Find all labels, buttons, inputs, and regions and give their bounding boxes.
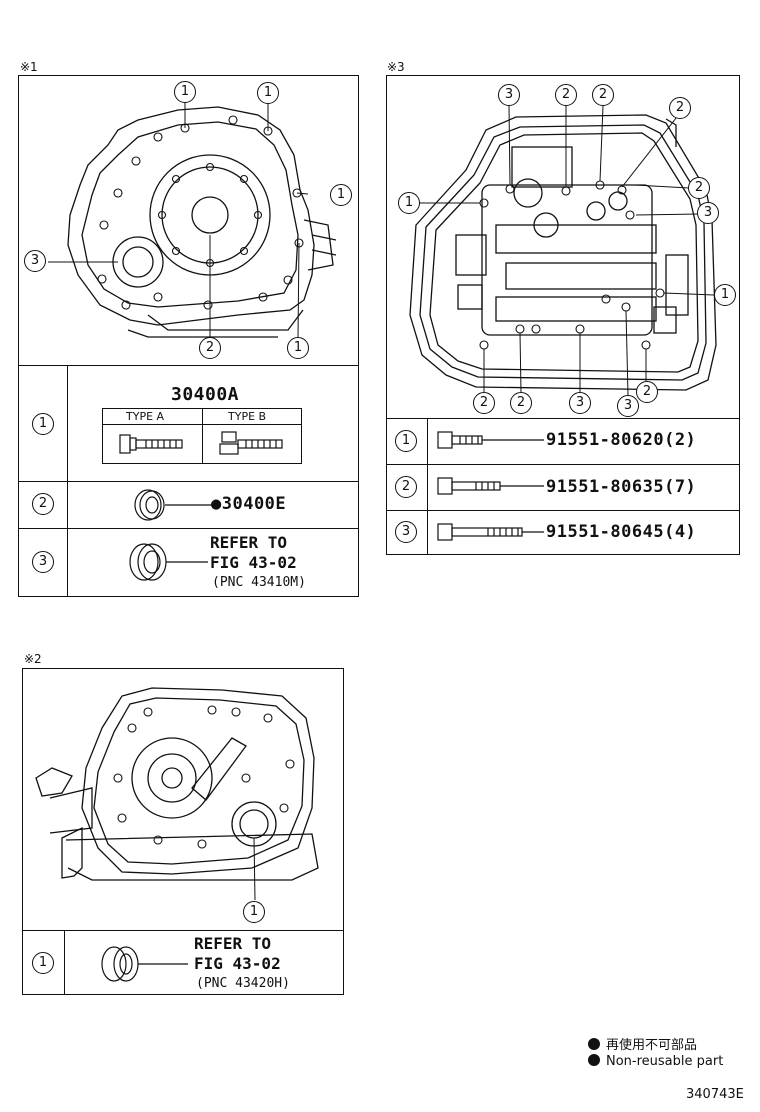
- callout-1: 1: [243, 901, 265, 923]
- bolt-type-b-icon: [219, 431, 283, 455]
- callout-2: 2: [688, 177, 710, 199]
- bolt-long-icon: [437, 523, 544, 541]
- bolt-medium-icon: [437, 477, 544, 495]
- transmission-rear-drawing: [35, 687, 319, 901]
- refer-to-label: REFER TO: [194, 934, 272, 953]
- part-number-91551-80635: 91551-80635(7): [546, 477, 697, 497]
- callout-2: 2: [636, 381, 658, 403]
- fig-reference: FIG 43-02: [194, 954, 281, 973]
- row-callout-1: 1: [395, 430, 417, 452]
- callout-3: 3: [498, 84, 520, 106]
- bearing-icon: [129, 543, 208, 581]
- non-reusable-dot-icon: [588, 1038, 600, 1050]
- callout-3: 3: [617, 395, 639, 417]
- callout-2: 2: [555, 84, 577, 106]
- transmission-front-drawing: [48, 102, 337, 338]
- part-number-91551-80620: 91551-80620(2): [546, 430, 697, 450]
- pnc-reference: (PNC 43420H): [196, 976, 290, 991]
- non-reusable-dot-icon: [588, 1054, 600, 1066]
- row-callout-2: 2: [395, 476, 417, 498]
- section-2-label: ※2: [24, 652, 42, 666]
- callout-1: 1: [174, 81, 196, 103]
- section-3-label: ※3: [387, 60, 405, 74]
- callout-2: 2: [669, 97, 691, 119]
- callout-1: 1: [287, 337, 309, 359]
- part-number-30400e: ●30400E: [211, 494, 287, 514]
- bearing-icon: [101, 946, 188, 982]
- callout-2: 2: [592, 84, 614, 106]
- callout-1: 1: [398, 192, 420, 214]
- oil-seal-icon: [134, 489, 214, 521]
- callout-3: 3: [569, 392, 591, 414]
- pnc-reference: (PNC 43410M): [212, 575, 306, 590]
- section-2-frame: [22, 668, 344, 995]
- row-callout-1: 1: [32, 413, 54, 435]
- bolt-type-a-icon: [119, 434, 183, 454]
- section-1-label: ※1: [20, 60, 38, 74]
- refer-to-label: REFER TO: [210, 533, 288, 552]
- callout-2: 2: [473, 392, 495, 414]
- part-number-30400a: 30400A: [171, 384, 240, 405]
- row-callout-2: 2: [32, 493, 54, 515]
- callout-1: 1: [257, 82, 279, 104]
- legend-en: Non-reusable part: [588, 1054, 723, 1069]
- bolt-short-icon: [437, 431, 544, 449]
- type-b-label: TYPE B: [228, 410, 267, 423]
- part-number-91551-80645: 91551-80645(4): [546, 522, 697, 542]
- callout-3: 3: [697, 202, 719, 224]
- fig-reference: FIG 43-02: [210, 553, 297, 572]
- figure-id: 340743E: [686, 1087, 744, 1102]
- callout-2: 2: [199, 337, 221, 359]
- callout-3: 3: [24, 250, 46, 272]
- section-1-frame: [18, 75, 359, 597]
- callout-2: 2: [510, 392, 532, 414]
- row-callout-1: 1: [32, 952, 54, 974]
- type-a-label: TYPE A: [126, 410, 165, 423]
- callout-1: 1: [330, 184, 352, 206]
- callout-1: 1: [714, 284, 736, 306]
- valve-body-drawing: [409, 105, 717, 396]
- legend-jp: 再使用不可部品: [588, 1034, 697, 1053]
- row-callout-3: 3: [395, 521, 417, 543]
- section-3-frame: [386, 75, 740, 555]
- row-callout-3: 3: [32, 551, 54, 573]
